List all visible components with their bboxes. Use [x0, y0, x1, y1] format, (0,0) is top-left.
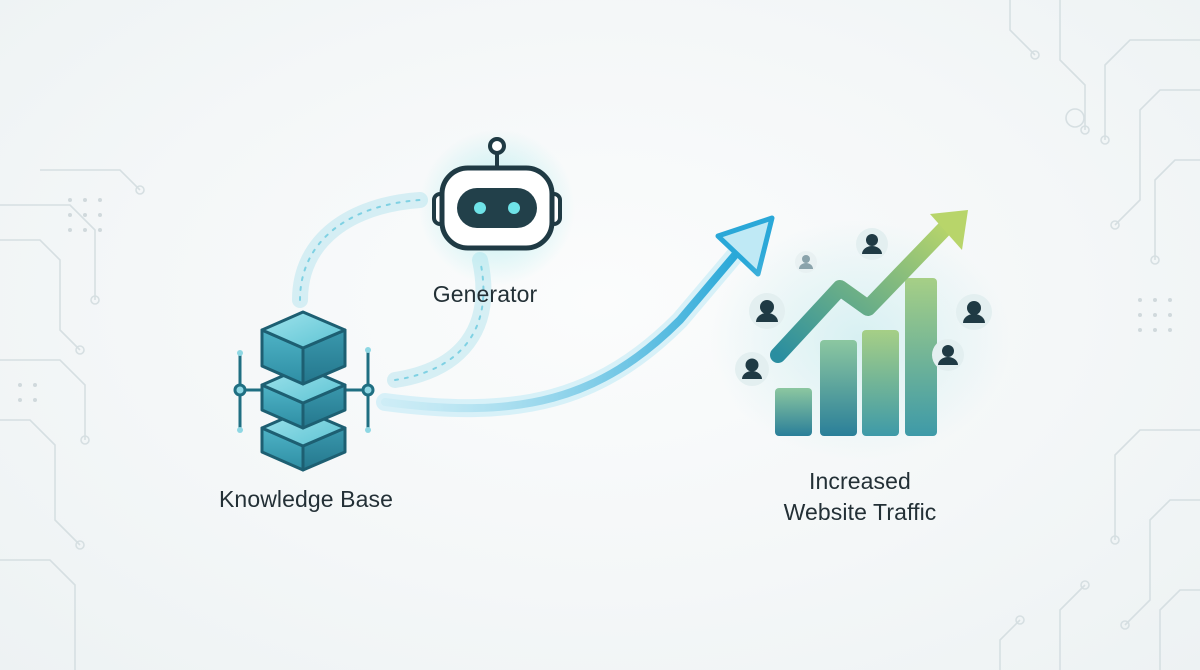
traffic-label: Increased Website Traffic	[740, 466, 980, 528]
chart-bar-2	[820, 340, 857, 436]
user-icon	[749, 293, 785, 329]
traffic-label-line-1: Increased	[809, 468, 911, 494]
chart-bar-1	[775, 388, 812, 436]
chart-bar-4	[905, 278, 937, 436]
user-icon	[735, 352, 769, 386]
user-icon	[932, 339, 964, 371]
chart-bar-3	[862, 330, 899, 436]
dot-grid-left	[18, 198, 102, 402]
flow-arrow	[376, 215, 775, 418]
traffic-label-line-2: Website Traffic	[783, 499, 937, 525]
user-avatars	[735, 228, 992, 386]
generator-label: Generator	[432, 281, 538, 307]
database-stack-icon	[233, 310, 375, 472]
robot-icon	[419, 129, 575, 285]
trend-line	[770, 217, 956, 363]
knowledge-base-label: Knowledge Base	[218, 486, 394, 512]
circuit-pattern-left	[0, 169, 145, 670]
user-icon	[956, 294, 992, 330]
trend-arrow-head	[930, 210, 968, 250]
user-icon	[795, 251, 817, 273]
growth-chart-icon	[710, 210, 1010, 460]
circuit-pattern-right	[999, 0, 1200, 670]
dot-grid-right	[1138, 298, 1172, 332]
user-icon	[856, 228, 888, 260]
